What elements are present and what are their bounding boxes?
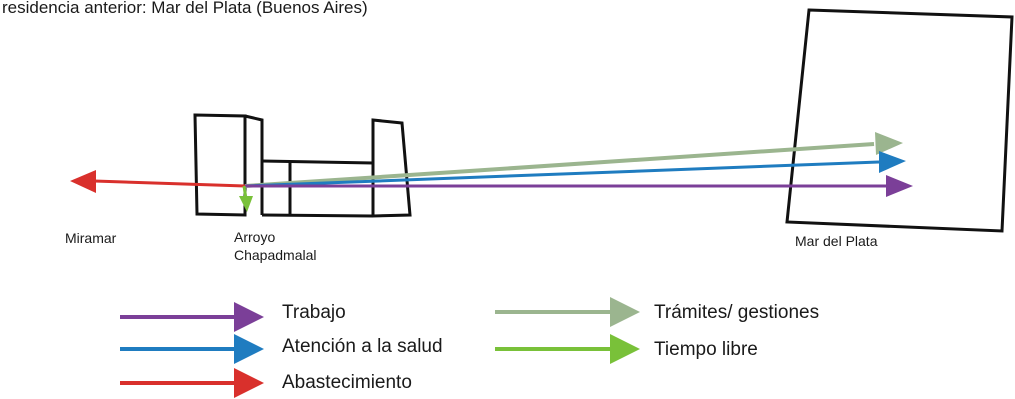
- flow-arrow-tramites: [244, 132, 903, 188]
- place-label-arroyo-line1: Arroyo: [234, 229, 275, 245]
- flow-arrow-salud: [244, 151, 906, 188]
- place-label-arroyo-line2: Chapadmalal: [234, 247, 317, 263]
- legend-item-salud: Atención a la salud: [120, 334, 443, 364]
- legend: Trabajo Atención a la salud Abastecimien…: [120, 297, 819, 398]
- legend-label-abastecimiento: Abastecimiento: [282, 372, 412, 393]
- arroyo-chapadmalal-outline: [193, 113, 412, 218]
- flow-arrow-tiempo-libre: [239, 185, 253, 212]
- legend-label-tiempo-libre: Tiempo libre: [654, 339, 758, 360]
- legend-item-abastecimiento: Abastecimiento: [120, 368, 412, 398]
- mar-del-plata-outline: [785, 8, 1014, 233]
- legend-item-tramites: Trámites/ gestiones: [495, 297, 819, 327]
- legend-label-tramites: Trámites/ gestiones: [654, 302, 819, 323]
- legend-label-salud: Atención a la salud: [282, 336, 443, 357]
- place-label-mar-del-plata: Mar del Plata: [795, 233, 878, 249]
- flow-arrow-trabajo: [245, 175, 913, 197]
- place-label-miramar: Miramar: [65, 230, 117, 246]
- legend-item-tiempo-libre: Tiempo libre: [495, 334, 758, 364]
- header-text: residencia anterior: Mar del Plata (Buen…: [2, 0, 368, 17]
- legend-label-trabajo: Trabajo: [282, 302, 346, 323]
- flow-arrow-abastecimiento: [70, 170, 246, 193]
- legend-item-trabajo: Trabajo: [120, 302, 346, 332]
